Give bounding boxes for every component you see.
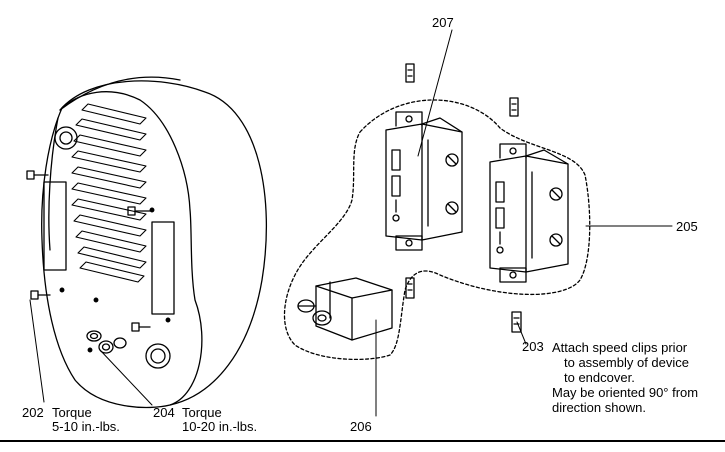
callout-203-number: 203 <box>522 339 544 354</box>
gfci-receptacle-rear <box>385 111 463 251</box>
callout-202-number: 202 <box>22 405 44 420</box>
toggle-switch-device <box>297 277 393 341</box>
mounting-screws <box>26 170 151 332</box>
note-line: direction shown. <box>552 400 646 415</box>
note-line: to assembly of device <box>564 355 690 370</box>
device-opening-right <box>151 221 175 315</box>
callout-203-note: Attach speed clips prior to assembly of … <box>552 340 698 415</box>
leader-lines <box>29 29 673 417</box>
ground-lug-nuts <box>86 330 127 354</box>
device-group-outline <box>283 99 591 361</box>
callout-202-line1: Torque <box>52 405 92 420</box>
note-line: to endcover. <box>564 370 635 385</box>
gfci-receptacle-front <box>489 143 569 283</box>
callout-207-number: 207 <box>432 15 454 30</box>
note-line: May be oriented 90° from <box>552 385 699 400</box>
callout-206-number: 206 <box>350 419 372 434</box>
louvre-vents <box>71 103 147 283</box>
callout-204-line1: Torque <box>182 405 222 420</box>
conduit-knockouts <box>54 126 171 369</box>
callout-205-number: 205 <box>676 219 698 234</box>
note-line: Attach speed clips prior <box>552 340 688 355</box>
device-opening-left <box>43 181 67 271</box>
bottom-rule <box>0 440 725 442</box>
callout-204-line2: 10-20 in.-lbs. <box>182 419 258 434</box>
callout-202-line2: 5-10 in.-lbs. <box>52 419 120 434</box>
callout-204-number: 204 <box>153 405 175 420</box>
endcover <box>41 76 267 409</box>
